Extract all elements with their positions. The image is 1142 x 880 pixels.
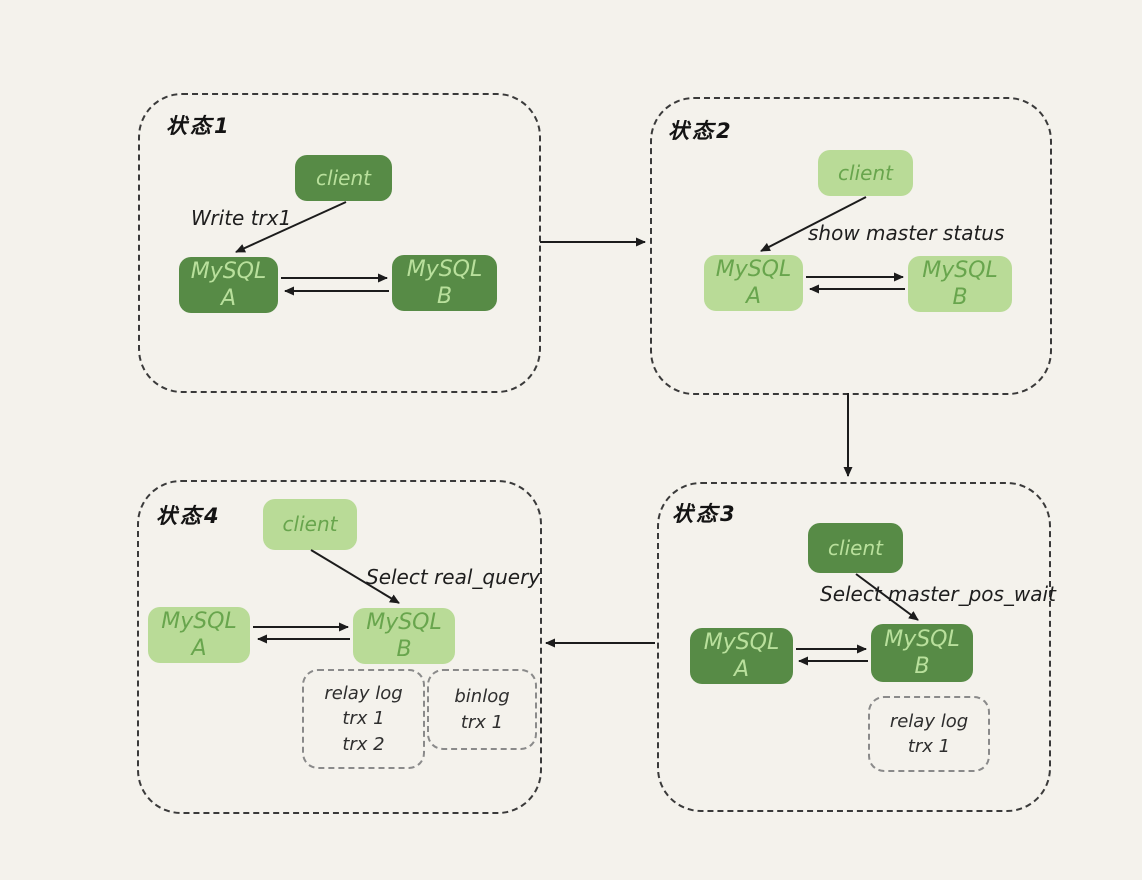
state4-mysql-a-line1: MySQL [161,608,237,634]
state2-client-label: client [838,160,893,185]
state4-binlog-box: binlog trx 1 [427,669,537,750]
state2-mysql-a-line1: MySQL [715,256,792,282]
state2-action-label: show master status [808,221,1005,245]
state1-panel [138,93,541,393]
state4-relay-log-line3: trx 2 [342,733,385,755]
state2-mysql-a-node: MySQL A [704,255,803,311]
state2-title: 状态2 [668,119,734,143]
state4-client-label: client [282,512,338,536]
state1-mysql-b-line1: MySQL [406,256,483,282]
state4-mysql-a-node: MySQL A [148,607,250,663]
state3-action-label: Select master_pos_wait [820,582,1056,606]
state4-panel [137,480,542,814]
state3-mysql-a-line1: MySQL [703,629,780,655]
state4-mysql-b-line2: B [396,637,412,662]
state3-panel [657,482,1051,812]
state3-mysql-a-line2: A [733,657,750,682]
state4-client-box: client [263,499,357,550]
state2-mysql-a-line2: A [745,284,762,309]
state3-mysql-b-node: MySQL B [871,624,973,682]
state1-mysql-a-line2: A [220,286,237,311]
state3-client-box: client [808,523,903,573]
state3-mysql-a-node: MySQL A [690,628,793,684]
state4-action-label: Select real_query [366,565,541,589]
state3-mysql-b-line1: MySQL [884,626,960,652]
state1-mysql-a-node: MySQL A [179,257,278,313]
state2-panel [650,97,1052,395]
state4-mysql-b-line1: MySQL [366,609,442,635]
state4-mysql-a-line2: A [191,636,207,661]
state3-title: 状态3 [672,502,738,526]
state4-mysql-b-node: MySQL B [353,608,455,664]
state1-client-label: client [316,165,371,190]
state3-relay-log-line2: trx 1 [907,736,951,757]
state4-binlog-line2: trx 1 [460,711,504,733]
state1-action-label: Write trx1 [191,206,292,230]
state4-relay-log-box: relay log trx 1 trx 2 [302,669,425,769]
state1-title: 状态1 [166,114,232,138]
state1-mysql-b-node: MySQL B [392,255,497,311]
state2-client-box: client [818,150,913,196]
state4-relay-log-line2: trx 1 [342,708,385,730]
state2-mysql-b-line2: B [952,285,968,310]
state3-relay-log-line1: relay log [889,710,969,732]
state2-mysql-b-line1: MySQL [922,257,998,283]
state2-mysql-b-node: MySQL B [908,256,1012,312]
state3-mysql-b-line2: B [914,654,930,679]
state1-mysql-a-line1: MySQL [190,258,267,284]
state4-title: 状态4 [156,504,222,528]
state4-binlog-line1: binlog [454,686,510,708]
state1-client-box: client [295,155,392,201]
state4-relay-log-line1: relay log [324,683,403,705]
state3-relay-log-box: relay log trx 1 [868,696,990,772]
state1-mysql-b-line2: B [436,284,453,309]
state3-client-label: client [828,535,883,560]
